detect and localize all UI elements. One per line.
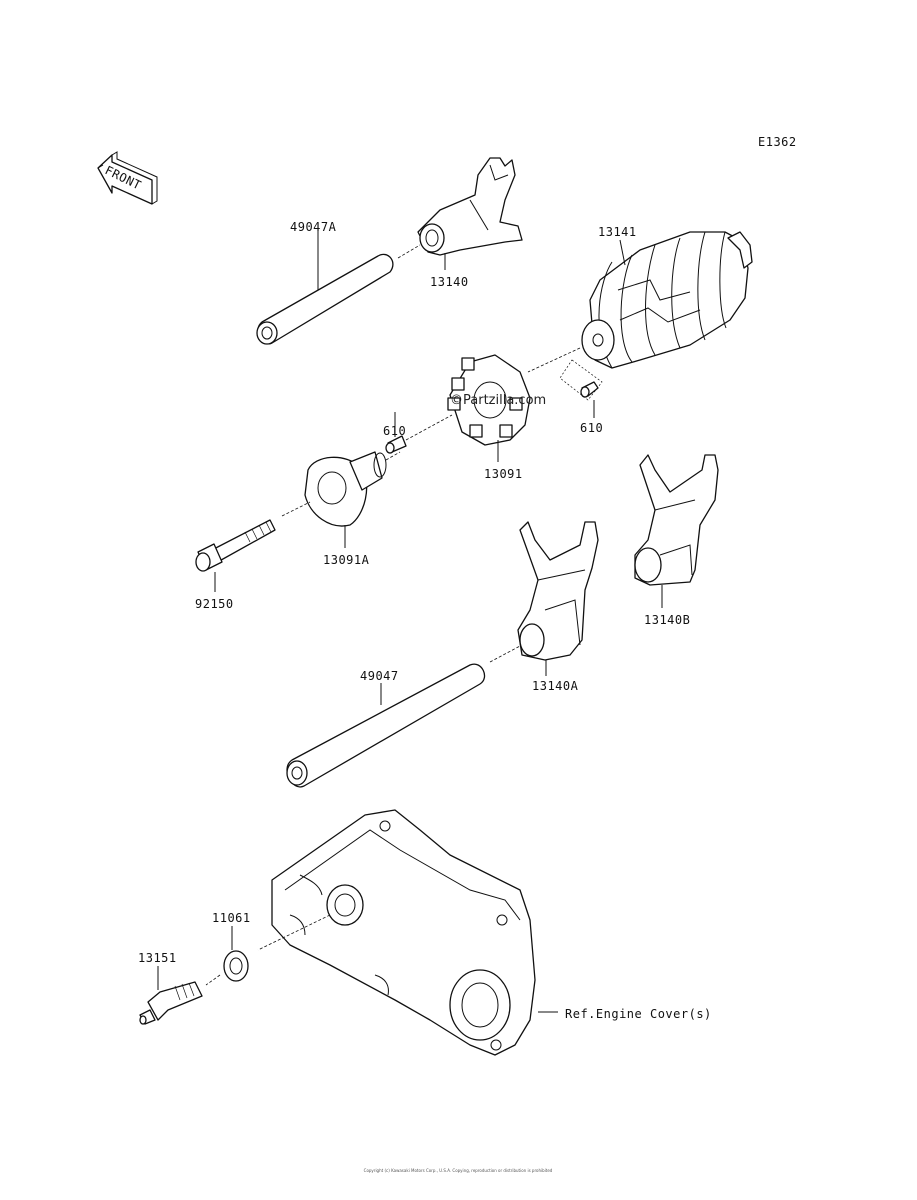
pin-610-left <box>385 435 407 454</box>
retainer-13091A <box>304 451 387 527</box>
front-arrow-icon: FRONT <box>97 151 158 205</box>
label-13141: 13141 <box>598 225 637 239</box>
label-13140B: 13140B <box>644 613 690 627</box>
shaft-49047A <box>256 253 394 345</box>
pin-610-right <box>580 381 599 398</box>
diagram-code: E1362 <box>758 135 797 149</box>
label-49047: 49047 <box>360 669 399 683</box>
label-ref-engine-cover: Ref.Engine Cover(s) <box>565 1007 712 1021</box>
shift-drum-star-13091 <box>447 354 531 446</box>
label-610-right: 610 <box>580 421 603 435</box>
label-13091A: 13091A <box>323 553 370 567</box>
shift-fork-13140A <box>517 521 599 661</box>
shift-fork-13140B <box>634 454 719 586</box>
copyright-text: Copyright (c) Kawasaki Motors Corp., U.S… <box>364 1168 553 1173</box>
shift-drum-13141 <box>581 231 753 369</box>
label-13151: 13151 <box>138 951 177 965</box>
leader-lines <box>157 230 663 1013</box>
shift-fork-13140 <box>417 157 523 256</box>
label-13140: 13140 <box>430 275 469 289</box>
label-610-left: 610 <box>383 424 406 438</box>
neutral-switch-13151 <box>139 981 203 1025</box>
engine-cover <box>271 809 536 1056</box>
label-92150: 92150 <box>195 597 234 611</box>
label-13140A: 13140A <box>532 679 579 693</box>
label-11061: 11061 <box>212 911 251 925</box>
shaft-49047 <box>286 663 486 788</box>
label-49047A: 49047A <box>290 220 337 234</box>
bolt-92150 <box>195 519 276 572</box>
washer-11061 <box>223 950 249 982</box>
watermark: ©Partzilla.com <box>450 393 546 408</box>
label-13091: 13091 <box>484 467 523 481</box>
